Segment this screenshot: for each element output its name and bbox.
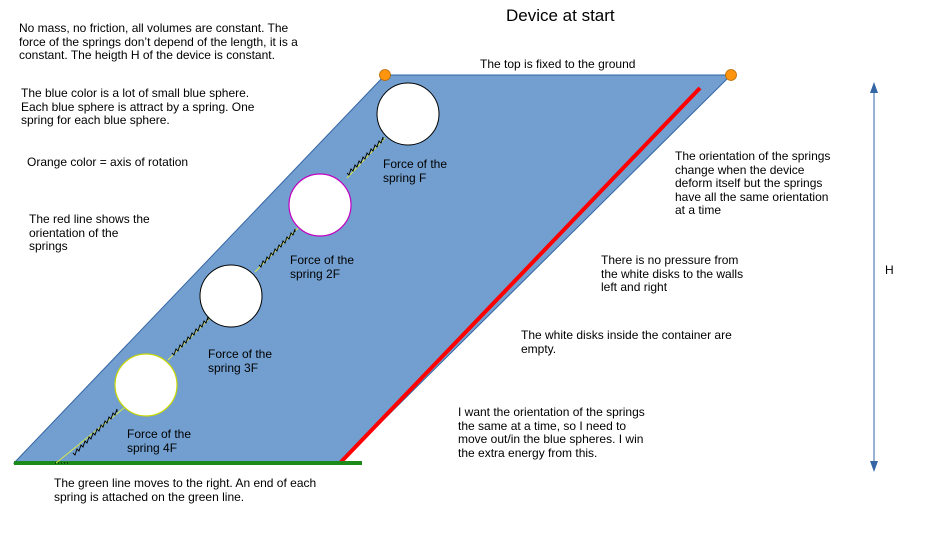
spring-force-label-4: Force of the spring 4F [127, 427, 192, 455]
note-extra-energy: I want the orientation of the springs th… [458, 405, 645, 460]
disk-3 [199, 264, 263, 328]
height-arrow [870, 82, 878, 472]
disk-1 [376, 82, 440, 146]
spring-2 [254, 227, 299, 273]
spring-4 [55, 407, 125, 464]
spring-force-label-1: Force of the spring F [383, 157, 448, 185]
note-orange-axis: Orange color = axis of rotation [27, 155, 189, 169]
page-title: Device at start [506, 6, 615, 25]
spring-1 [346, 136, 386, 179]
spring-2-coil [258, 228, 296, 268]
disk-4 [114, 353, 178, 417]
note-blue-spheres: The blue color is a lot of small blue sp… [21, 86, 255, 127]
spring-3 [167, 316, 211, 361]
spring-3-coil [171, 316, 209, 356]
spring-1-coil [346, 136, 384, 176]
red-orientation-line [338, 86, 702, 465]
height-arrow-head-bottom [870, 461, 878, 472]
height-arrow-head-top [870, 82, 878, 93]
note-red-line: The red line shows the orientation of th… [29, 212, 150, 253]
pivot-right [725, 69, 737, 81]
disk-2 [288, 173, 352, 237]
height-label: H [885, 263, 894, 277]
note-no-pressure: There is no pressure from the white disk… [601, 253, 744, 294]
note-orientation-change: The orientation of the springs change wh… [675, 149, 831, 217]
spring-4-coil [72, 408, 118, 456]
note-top-fixed: The top is fixed to the ground [480, 57, 636, 71]
spring-4-wire [55, 407, 125, 464]
note-intro: No mass, no friction, all volumes are co… [19, 21, 298, 62]
note-disks-empty: The white disks inside the container are… [521, 328, 732, 356]
pivot-left [379, 69, 391, 81]
note-green-line: The green line moves to the right. An en… [54, 476, 317, 504]
spring-force-label-2: Force of the spring 2F [290, 253, 355, 281]
spring-force-label-3: Force of the spring 3F [208, 347, 273, 375]
